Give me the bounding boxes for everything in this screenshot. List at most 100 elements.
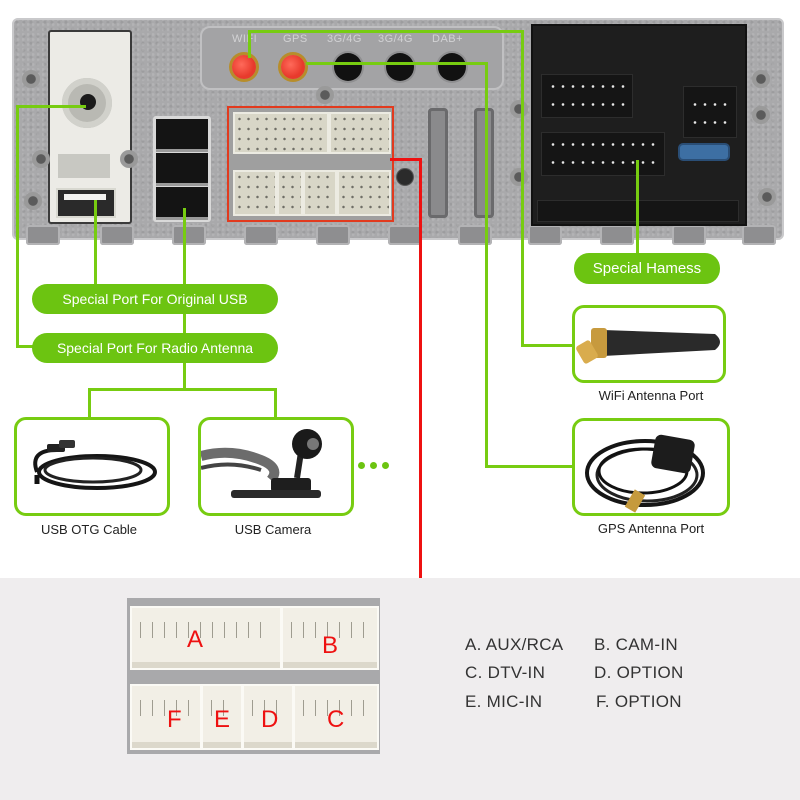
connector-c: [293, 684, 379, 750]
label-original-usb: Special Port For Original USB: [32, 284, 278, 314]
pin-row: [690, 121, 730, 124]
screw-icon: [510, 100, 528, 118]
connector-e: [201, 684, 243, 750]
wifi-antenna-card: [572, 305, 726, 383]
connector-letter-b: B: [322, 632, 339, 659]
antenna-label-dab: DAB+: [432, 33, 464, 45]
pin-row: [548, 103, 626, 106]
connector-line: [521, 344, 573, 347]
panel-foot: [388, 225, 422, 245]
more-accessories-ellipsis: [358, 462, 389, 469]
usb-port-stack: [153, 116, 211, 222]
screw-icon: [316, 86, 334, 104]
harness-connector: [541, 132, 665, 176]
connector-block-f: [233, 170, 277, 216]
legend-item-b: B. CAM-IN: [594, 635, 678, 654]
panel-feet: [12, 225, 784, 247]
pin-row: [252, 700, 284, 716]
connector-letter-d: D: [261, 706, 279, 733]
usb-camera-card: [198, 417, 354, 516]
vent-slot: [428, 108, 448, 218]
connector-line: [94, 200, 97, 286]
harness-connector: [683, 86, 737, 138]
panel-foot: [244, 225, 278, 245]
connector-line: [248, 30, 251, 58]
screw-icon: [752, 106, 770, 124]
panel-foot: [26, 225, 60, 245]
antenna-label-gps: GPS: [283, 33, 308, 45]
legend-item-e: E. MIC-IN: [465, 692, 543, 711]
3g4g-antenna-socket: [334, 53, 362, 81]
wifi-antenna-caption: WiFi Antenna Port: [598, 388, 704, 403]
screw-icon: [510, 168, 528, 186]
panel-foot: [742, 225, 776, 245]
panel-foot: [458, 225, 492, 245]
connector-line: [16, 105, 86, 108]
screw-icon: [22, 70, 40, 88]
pin-row: [548, 161, 658, 164]
connector-line: [485, 62, 488, 467]
wifi-antenna-icon: [576, 328, 720, 364]
dot: [382, 462, 389, 469]
panel-foot: [528, 225, 562, 245]
connector-letter-f: F: [167, 706, 182, 733]
gps-antenna-caption: GPS Antenna Port: [597, 521, 705, 536]
screw-icon: [32, 150, 50, 168]
pin-row: [211, 700, 233, 716]
connector-line: [183, 362, 186, 390]
pin-row: [140, 622, 272, 638]
highlight-line: [390, 158, 422, 161]
usb-otg-cable-caption: USB OTG Cable: [40, 522, 138, 537]
antenna-label-3g4g: 3G/4G: [327, 33, 362, 45]
usb-camera-caption: USB Camera: [234, 522, 312, 537]
connector-block-e: [277, 170, 303, 216]
usb-port: [156, 153, 208, 186]
connector-b: [281, 606, 379, 670]
gps-antenna-card: [572, 418, 730, 516]
panel-foot: [672, 225, 706, 245]
legend-item-a: A. AUX/RCA: [465, 635, 564, 654]
connector-letter-c: C: [327, 706, 345, 733]
dab-antenna-socket: [438, 53, 466, 81]
label-radio-antenna: Special Port For Radio Antenna: [32, 333, 278, 363]
screw-icon: [758, 188, 776, 206]
connector-line: [274, 388, 277, 418]
antenna-label-wifi: WIFI: [232, 33, 258, 45]
harness-connector: [541, 74, 633, 118]
pin-row: [291, 622, 369, 638]
usb-port: [156, 119, 208, 152]
screw-icon: [396, 168, 414, 186]
harness-socket-plate: [531, 24, 747, 226]
connector-letter-a: A: [187, 626, 204, 653]
connector-line: [636, 160, 639, 256]
screw-icon: [752, 70, 770, 88]
connector-block-c: [337, 170, 391, 216]
gps-antenna-socket: [281, 55, 305, 79]
connector-block-b: [329, 112, 391, 154]
connector-line: [16, 345, 38, 348]
connector-line: [306, 62, 488, 65]
connector-group-highlight: [227, 106, 394, 222]
connector-block-a: [233, 112, 329, 154]
radio-antenna-jack: [62, 78, 112, 128]
usb-camera-icon: [201, 429, 322, 498]
pin-row: [303, 700, 369, 716]
usb-port-window: [58, 154, 110, 178]
dot: [370, 462, 377, 469]
connector-letter-e: E: [214, 706, 231, 733]
pin-row: [140, 700, 192, 716]
highlight-line: [419, 158, 422, 638]
pin-row: [548, 85, 626, 88]
screw-icon: [24, 192, 42, 210]
gps-antenna-icon: [585, 434, 705, 513]
label-special-harness: Special Hamess: [574, 253, 720, 284]
connector-line: [88, 388, 91, 418]
dot: [358, 462, 365, 469]
connector-a: [130, 606, 282, 670]
connector-line: [248, 30, 524, 33]
original-usb-port: [56, 188, 116, 218]
legend-item-c: C. DTV-IN: [465, 663, 546, 682]
connector-detail-section: [0, 578, 800, 800]
usb-otg-cable-card: [14, 417, 170, 516]
connector-block-d: [303, 170, 337, 216]
